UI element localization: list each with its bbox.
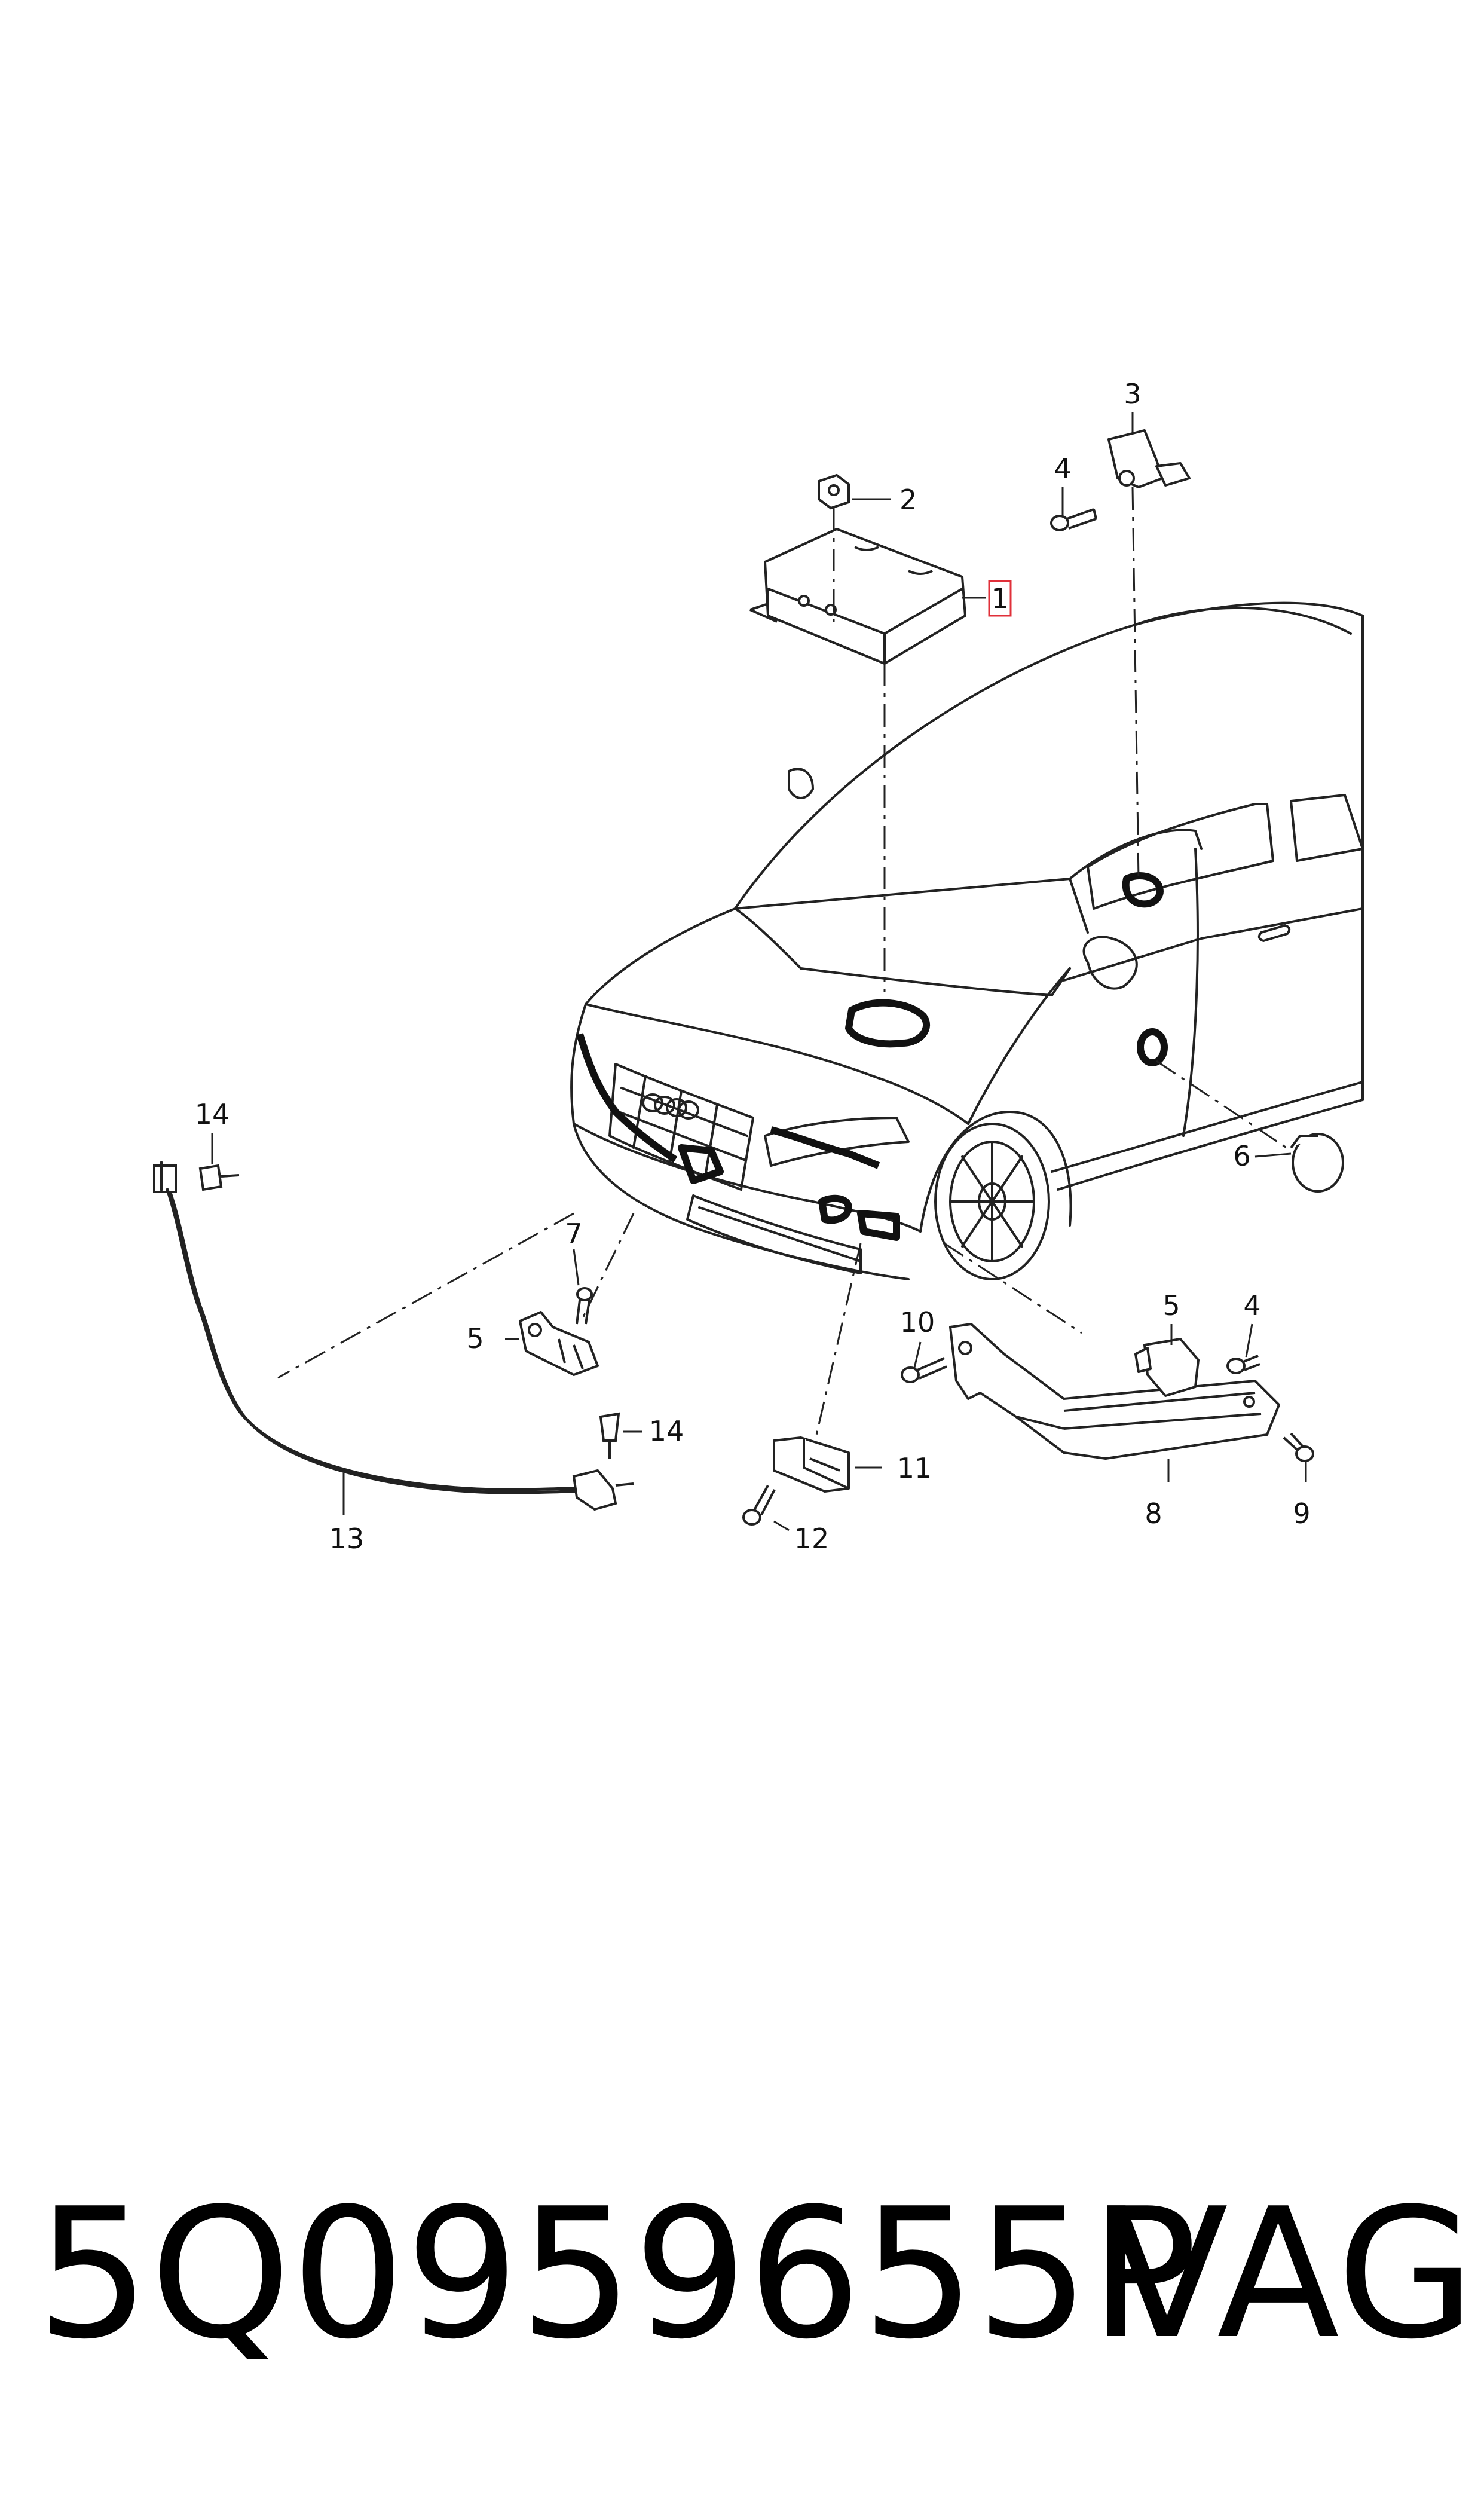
callout-4-top: 4: [1054, 453, 1071, 485]
callout-8: 8: [1145, 1497, 1162, 1530]
bolt-10-icon: [901, 1357, 947, 1383]
callout-1: 1: [991, 582, 1008, 615]
crash-sensor-icon: [1107, 429, 1191, 488]
callout-14-left: 14: [195, 1098, 230, 1130]
callout-7: 7: [565, 1218, 582, 1250]
callout-3: 3: [1124, 378, 1141, 410]
brand-name: VAG: [1106, 2170, 1476, 2379]
sensor-location-outlines: [576, 872, 1168, 1241]
bolt-12-icon: [742, 1485, 776, 1526]
callout-1-highlight-box: [988, 580, 1012, 617]
clip-14-right-icon: [599, 1412, 620, 1459]
bolt-icon: [1050, 508, 1097, 531]
callout-5-left: 5: [466, 1322, 484, 1355]
brand-logo-rings: [642, 1093, 699, 1120]
nut-icon: [818, 473, 850, 510]
callout-2: 2: [899, 484, 917, 516]
callout-14-right: 14: [649, 1415, 684, 1447]
callout-13: 13: [329, 1523, 365, 1555]
side-sensor-right-icon: [1134, 1338, 1200, 1397]
sensor-cap-icon: [1290, 1133, 1344, 1193]
side-sensor-left-icon: [519, 1311, 599, 1376]
sensor-bracket-8: [949, 1323, 1280, 1460]
callout-4-right: 4: [1243, 1289, 1260, 1322]
callout-9: 9: [1293, 1497, 1310, 1530]
bolt-7-icon: [576, 1287, 593, 1325]
bolt-9-icon: [1283, 1432, 1314, 1462]
callout-10: 10: [900, 1306, 935, 1338]
callout-leaders: [211, 412, 1307, 1531]
callout-12: 12: [794, 1523, 830, 1555]
airbag-control-unit: [749, 528, 966, 665]
callout-5-right: 5: [1162, 1289, 1180, 1322]
wiring-harness: [160, 1161, 579, 1494]
clip-14-left-icon: [153, 1164, 240, 1193]
callout-6: 6: [1233, 1140, 1250, 1172]
mounting-bracket-11: [773, 1436, 850, 1493]
reference-lines: [277, 487, 1292, 1438]
part-number: 5Q0959655P: [36, 2170, 1198, 2379]
car-illustration: [570, 601, 1364, 1280]
harness-connector-icon: [572, 1469, 634, 1511]
bolt-4-right-icon: [1226, 1355, 1260, 1374]
callout-11: 11: [897, 1452, 932, 1484]
